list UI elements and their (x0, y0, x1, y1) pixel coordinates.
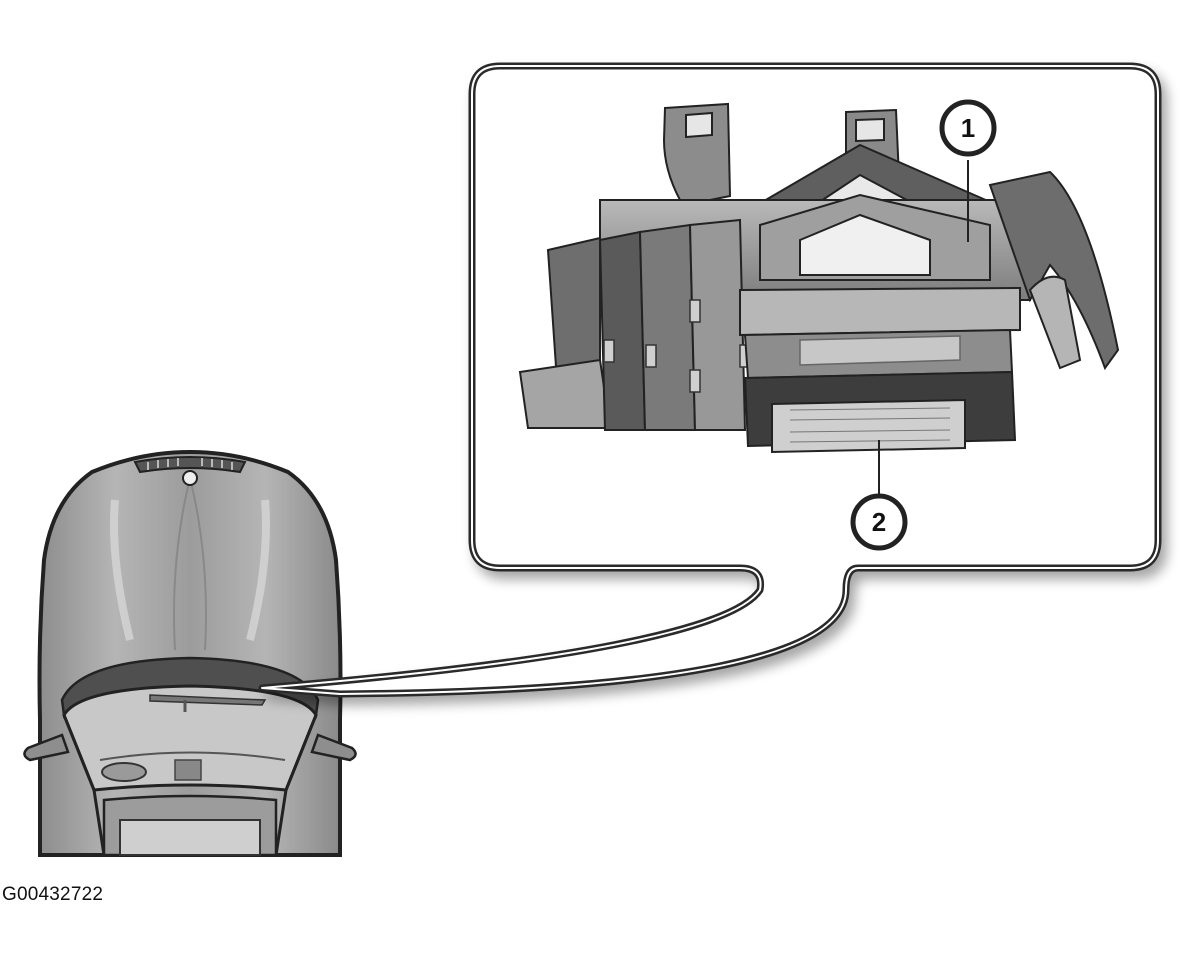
callout-label-1: 1 (961, 113, 975, 143)
vehicle-top-view (23, 449, 357, 857)
callout-marker-1: 1 (939, 99, 997, 157)
component-carrier-illustration (518, 102, 1120, 454)
callout-marker-2: 2 (850, 493, 908, 551)
figure-id: G00432722 (2, 884, 104, 905)
callout-label-2: 2 (872, 507, 886, 537)
